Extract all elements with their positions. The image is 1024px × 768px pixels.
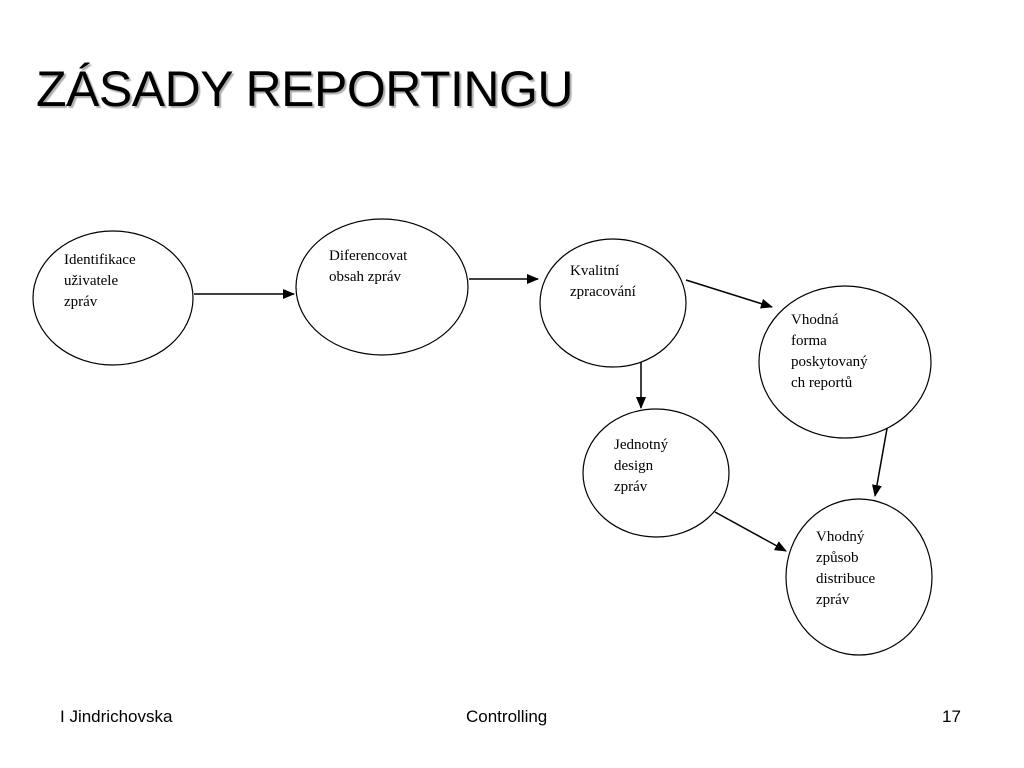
- node-label: Identifikace uživatele zpráv: [64, 252, 136, 310]
- node-label-line: design: [614, 458, 654, 474]
- node-label: Kvalitní zpracování: [570, 263, 636, 300]
- node-label-line: forma: [791, 333, 827, 349]
- node-ellipse: [582, 408, 730, 538]
- edges-layer: [194, 274, 889, 552]
- node-label-line: zpracování: [570, 284, 636, 300]
- node-label: Diferencovat obsah zpráv: [329, 248, 408, 285]
- node-label-line: zpráv: [816, 592, 850, 608]
- node-ellipse: [295, 218, 469, 356]
- node-label-line: Jednotný: [614, 437, 669, 453]
- footer-author: I Jindrichovska: [60, 707, 173, 726]
- node-ellipse: [758, 285, 932, 439]
- node-label: Vhodná forma poskytovaný ch reportů: [791, 312, 868, 391]
- arrow-vhodna-forma-to-vhodny-zpusob: [872, 422, 889, 497]
- node-identifikace: Identifikace uživatele zpráv: [32, 230, 194, 366]
- node-label: Vhodný způsob distribuce zpráv: [816, 529, 875, 608]
- node-label-line: Diferencovat: [329, 248, 408, 264]
- node-jednotny-design: Jednotný design zpráv: [582, 408, 730, 538]
- node-diferencovat: Diferencovat obsah zpráv: [295, 218, 469, 356]
- node-label-line: Vhodný: [816, 529, 865, 545]
- node-label-line: obsah zpráv: [329, 269, 402, 285]
- footer-page-number: 17: [942, 707, 961, 726]
- node-vhodna-forma: Vhodná forma poskytovaný ch reportů: [758, 285, 932, 439]
- node-label-line: Kvalitní: [570, 263, 619, 279]
- slide-title: ZÁSADY REPORTINGU: [36, 61, 573, 117]
- arrow-kvalitni-to-vhodna-forma: [685, 279, 773, 309]
- node-label-line: distribuce: [816, 571, 875, 587]
- nodes-layer: Identifikace uživatele zpráv Diferencovat ob…: [32, 218, 933, 656]
- node-ellipse: [32, 230, 194, 366]
- node-ellipse: [785, 498, 933, 656]
- node-label-line: zpráv: [614, 479, 648, 495]
- node-label-line: ch reportů: [791, 375, 853, 391]
- node-label-line: uživatele: [64, 273, 118, 289]
- node-vhodny-zpusob: Vhodný způsob distribuce zpráv: [785, 498, 933, 656]
- node-label-line: způsob: [816, 550, 859, 566]
- node-label-line: Identifikace: [64, 252, 136, 268]
- arrow-jednotny-design-to-vhodny-zpusob: [714, 511, 787, 552]
- node-label: Jednotný design zpráv: [614, 437, 669, 495]
- node-label-line: Vhodná: [791, 312, 839, 328]
- node-label-line: poskytovaný: [791, 354, 868, 370]
- node-label-line: zpráv: [64, 294, 98, 310]
- node-kvalitni: Kvalitní zpracování: [539, 238, 687, 368]
- footer-subject: Controlling: [466, 707, 548, 726]
- node-ellipse: [539, 238, 687, 368]
